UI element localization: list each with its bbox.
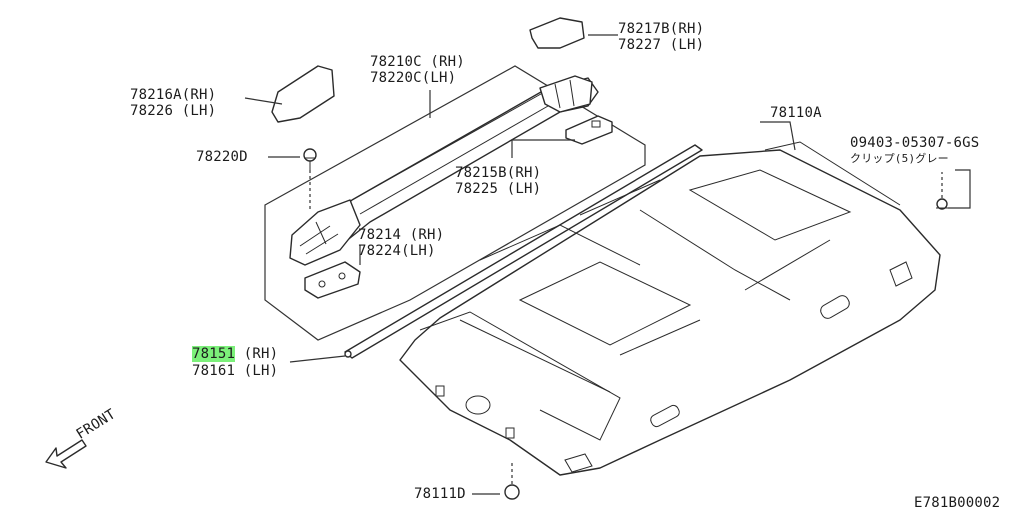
label-78216-rh: 78216A(RH) (130, 87, 217, 103)
cover-78217 (529, 17, 585, 49)
label-78217-rh: 78217B(RH) (618, 21, 705, 37)
label-78226-lh: 78226 (LH) (130, 103, 217, 119)
label-78224-lh: 78224(LH) (358, 243, 436, 259)
headlining (399, 141, 941, 476)
label-78151-suffix: (RH) (235, 346, 279, 362)
label-78220-lh: 78220C(LH) (370, 70, 457, 86)
subassembly-frame (264, 65, 646, 341)
front-arrow-icon (45, 439, 87, 469)
label-78151-highlight: 78151 (192, 346, 236, 362)
bracket-78215 (565, 115, 613, 145)
clip-09403 (936, 172, 948, 210)
label-78220d: 78220D (196, 149, 248, 165)
label-78161-lh: 78161 (LH) (192, 363, 279, 379)
roof-moulding (344, 144, 703, 359)
diagram-id: E781B00002 (914, 495, 1001, 511)
clip-78111d (504, 462, 520, 500)
label-78151-rh: 78151 (RH) (192, 346, 279, 362)
cover-78216 (271, 65, 335, 123)
label-78225-lh: 78225 (LH) (455, 181, 542, 197)
bracket-78214 (304, 261, 361, 299)
label-78215-rh: 78215B(RH) (455, 165, 542, 181)
label-09403-note: クリップ(5)グレー (850, 152, 949, 165)
label-78210-rh: 78210C (RH) (370, 54, 465, 70)
label-78227-lh: 78227 (LH) (618, 37, 705, 53)
label-09403: 09403-05307-6GS (850, 135, 980, 151)
label-78214-rh: 78214 (RH) (358, 227, 445, 243)
label-78111d: 78111D (414, 486, 466, 502)
clip-78220d (303, 148, 317, 210)
label-78110a: 78110A (770, 105, 822, 121)
assist-grip-rail (289, 75, 599, 266)
